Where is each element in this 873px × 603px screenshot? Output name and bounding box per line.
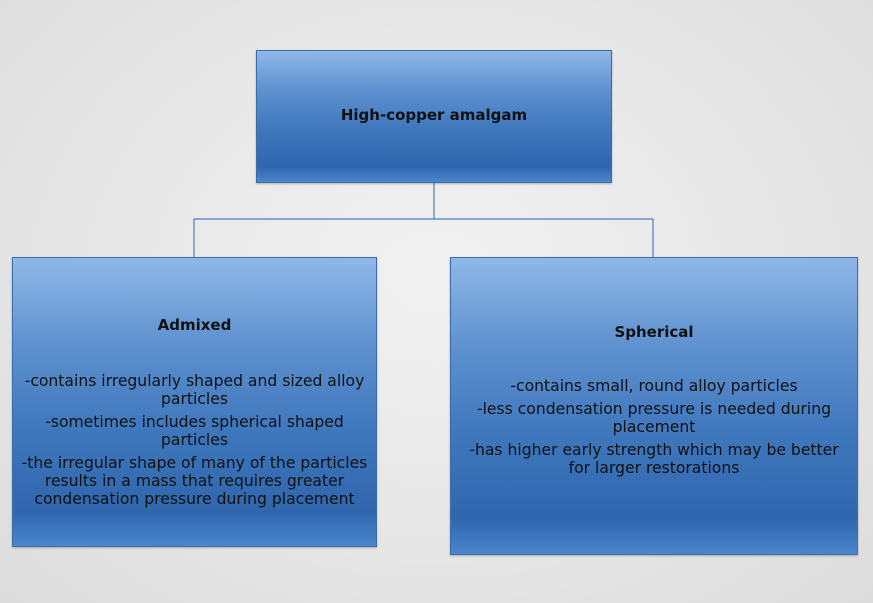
admixed-title: Admixed [157, 316, 232, 334]
admixed-node: Admixed -contains irregularly shaped and… [12, 257, 377, 547]
spherical-line: -less condensation pressure is needed du… [476, 400, 832, 436]
spherical-node: Spherical -contains small, round alloy p… [450, 257, 858, 555]
spherical-description: -contains small, round alloy particles -… [457, 377, 851, 482]
spherical-line: -contains small, round alloy particles [510, 377, 798, 395]
connector-root-to-admixed [193, 183, 435, 257]
root-node-label: High-copper amalgam [340, 106, 528, 124]
admixed-line: -sometimes includes spherical shaped par… [45, 413, 344, 449]
admixed-line: -contains irregularly shaped and sized a… [24, 372, 365, 408]
spherical-title: Spherical [614, 323, 694, 341]
connector-root-to-spherical [434, 218, 654, 257]
admixed-description: -contains irregularly shaped and sized a… [19, 372, 370, 513]
admixed-line: -the irregular shape of many of the part… [21, 454, 368, 508]
root-node: High-copper amalgam [256, 50, 612, 183]
spherical-line: -has higher early strength which may be … [469, 441, 839, 477]
